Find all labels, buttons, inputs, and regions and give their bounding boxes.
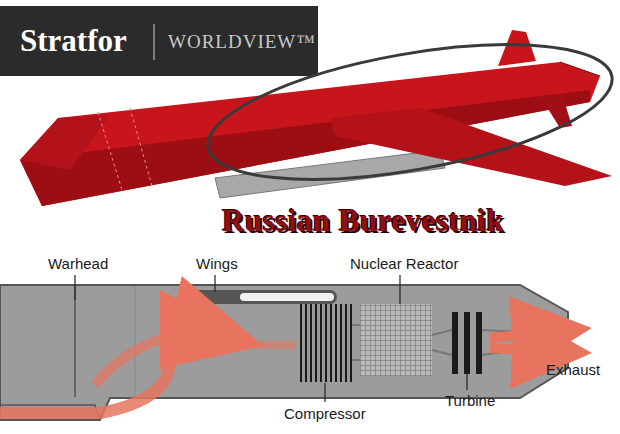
diagram-title: Russian Burevestnik (222, 204, 504, 238)
part-label: Turbine (445, 393, 495, 410)
cutaway-diagram (0, 285, 572, 420)
part-label: Compressor (284, 406, 366, 423)
part-label: Nuclear Reactor (350, 256, 458, 273)
part-label: Warhead (48, 256, 108, 273)
logo-box (0, 6, 318, 76)
logo-tagline: WORLDVIEW™ (168, 32, 316, 53)
logo-word: Stratfor (20, 24, 127, 58)
part-label: Exhaust (546, 362, 600, 379)
logo-divider (153, 24, 155, 60)
leader-lines (75, 275, 467, 402)
part-label: Wings (196, 256, 238, 273)
